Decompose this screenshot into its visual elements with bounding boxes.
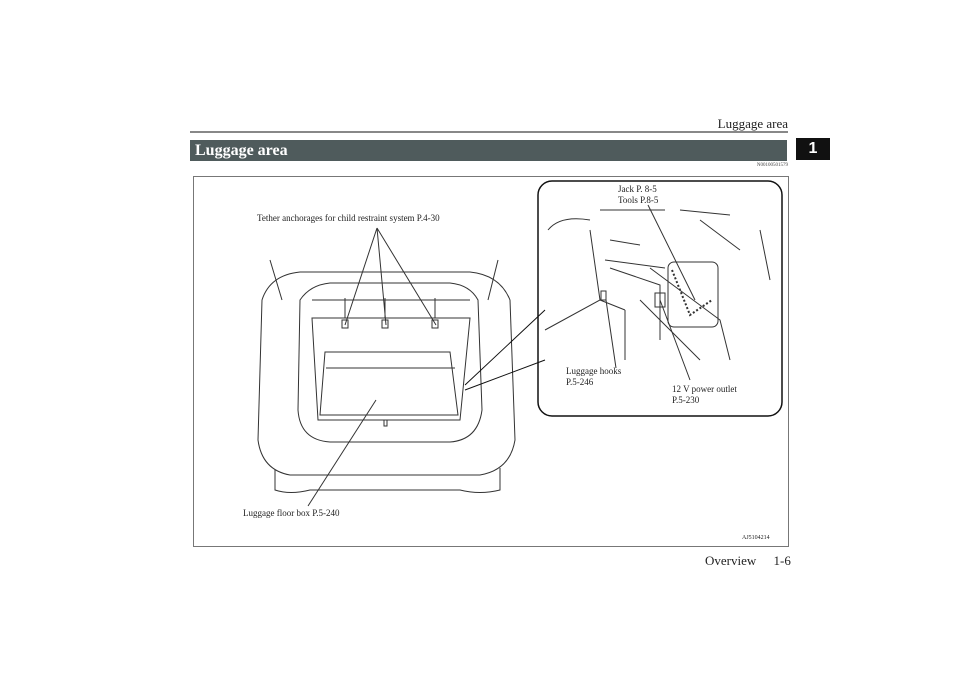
- figure-id: AJ5104214: [742, 535, 770, 541]
- page-footer: Overview 1-6: [705, 553, 791, 569]
- power-outlet-label: 12 V power outlet: [672, 384, 737, 394]
- tether-anchorages-label: Tether anchorages for child restraint sy…: [257, 213, 440, 223]
- figure-frame: [193, 176, 789, 547]
- doc-code: N00100501579: [756, 163, 788, 168]
- luggage-hooks-label: Luggage hooks: [566, 366, 622, 376]
- jack-label: Jack P. 8-5: [618, 184, 657, 194]
- running-title: Luggage area: [717, 116, 788, 131]
- power-outlet-ref: P.5-230: [672, 395, 700, 405]
- floor-box-label: Luggage floor box P.5-240: [243, 508, 340, 518]
- chapter-tab: 1: [796, 138, 830, 160]
- footer-section: Overview: [705, 553, 757, 568]
- tools-label: Tools P.8-5: [618, 195, 659, 205]
- luggage-hooks-ref: P.5-246: [566, 377, 594, 387]
- header-rule: [190, 131, 788, 133]
- section-title: Luggage area: [190, 140, 787, 161]
- page-number: 1-6: [773, 553, 791, 568]
